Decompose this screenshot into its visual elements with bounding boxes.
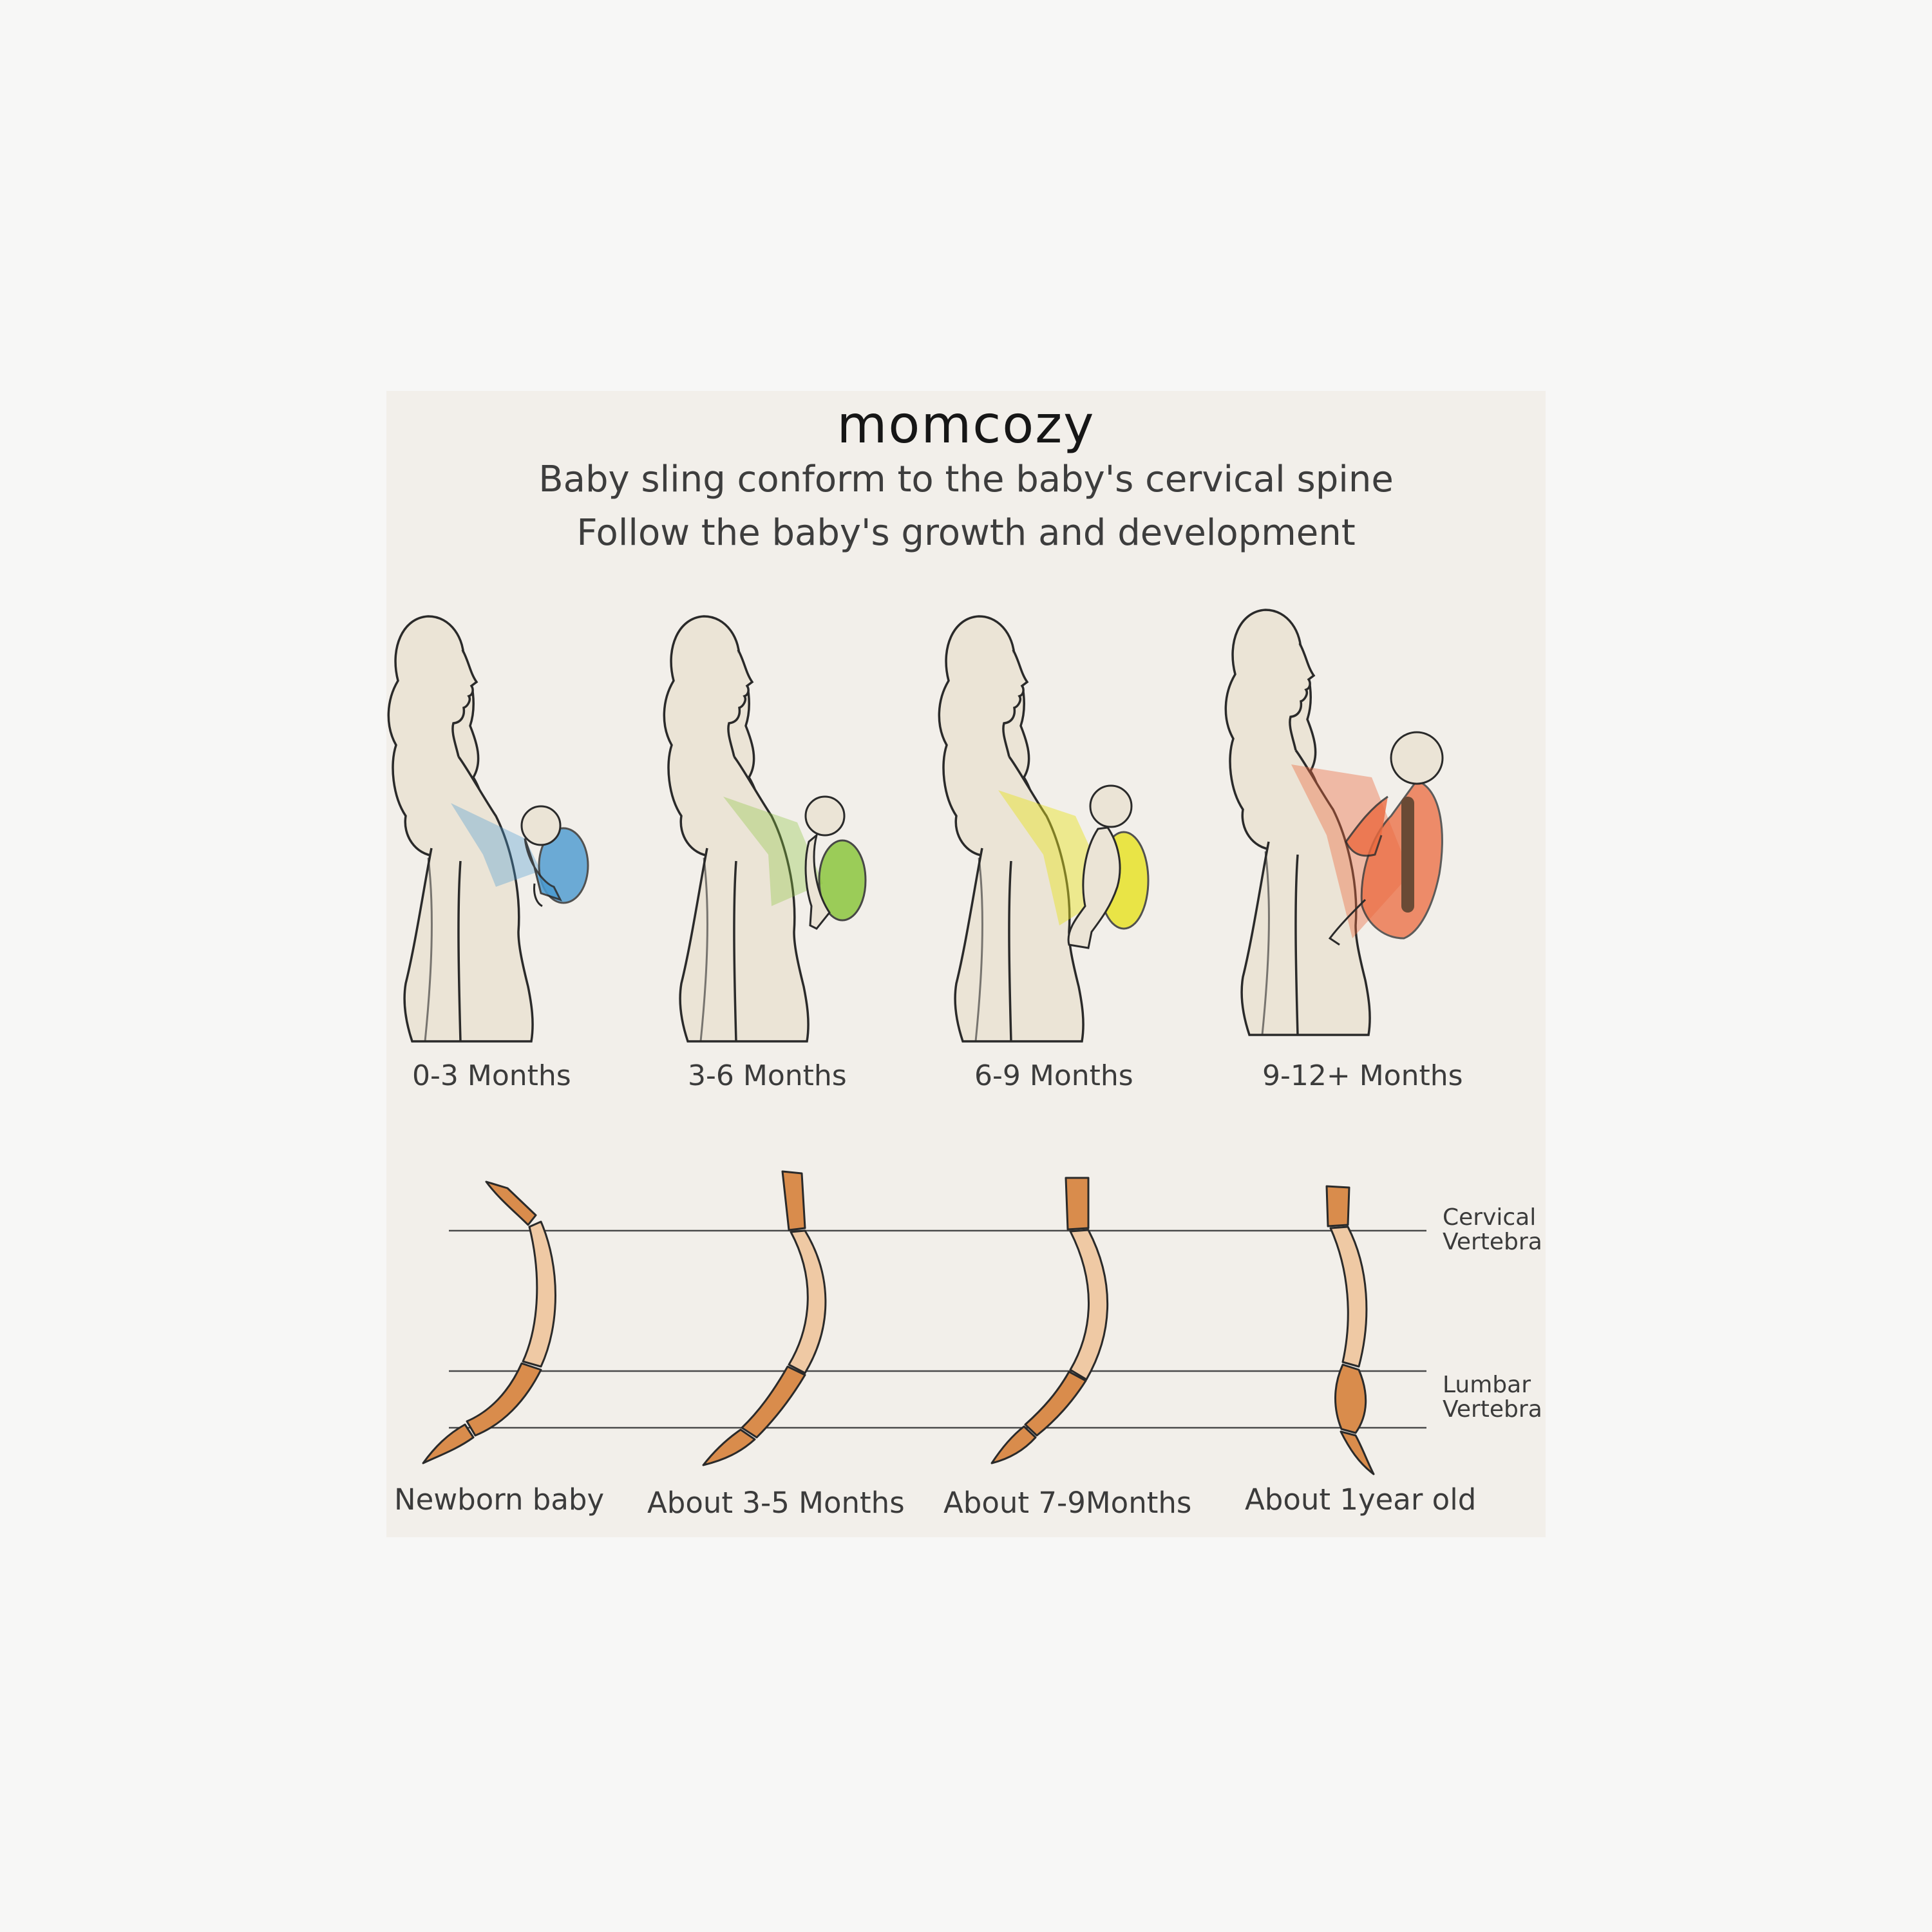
headline-line-2: Follow the baby's growth and development: [576, 512, 1356, 554]
spine-7-9-months: [990, 1177, 1109, 1464]
stage-label-7-9: About 7-9Months: [943, 1486, 1192, 1520]
spine-1-year: [1325, 1185, 1375, 1475]
illustration-canvas: [387, 609, 1444, 1475]
lumbar-label-line-2: Vertebra: [1443, 1396, 1542, 1423]
lumbar-label-line-1: Lumbar: [1443, 1372, 1531, 1398]
age-label-6-9: 6-9 Months: [974, 1059, 1133, 1092]
brand-logo: momcozy: [837, 395, 1095, 455]
cervical-label: Cervical Vertebra: [1443, 1206, 1542, 1255]
cervical-label-line-1: Cervical: [1443, 1204, 1537, 1231]
age-label-0-3: 0-3 Months: [412, 1059, 571, 1092]
infographic-panel: momcozy Baby sling conform to the baby's…: [386, 391, 1546, 1537]
headline-line-1: Baby sling conform to the baby's cervica…: [538, 459, 1394, 500]
spine-newborn: [422, 1180, 556, 1464]
cervical-label-line-2: Vertebra: [1443, 1229, 1542, 1255]
age-label-3-6: 3-6 Months: [688, 1059, 847, 1092]
stage-label-newborn: Newborn baby: [394, 1482, 605, 1517]
age-label-9-12: 9-12+ Months: [1262, 1059, 1463, 1092]
lumbar-label: Lumbar Vertebra: [1443, 1373, 1542, 1422]
stage-label-3-5: About 3-5 Months: [647, 1486, 905, 1520]
stage-label-1-year: About 1year old: [1245, 1482, 1477, 1517]
spine-3-5-months: [702, 1170, 827, 1466]
